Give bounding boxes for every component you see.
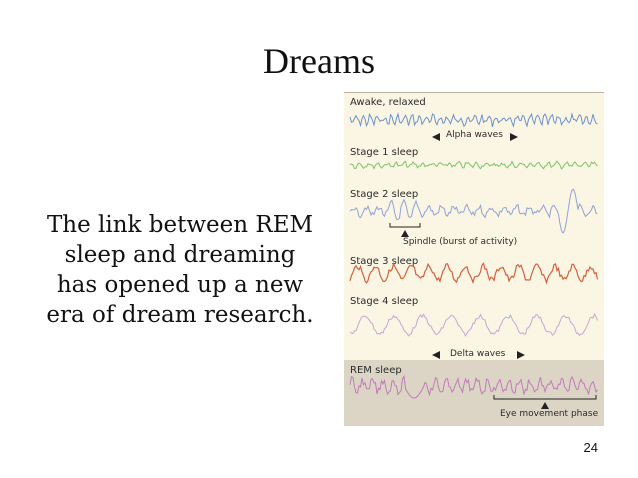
eeg-trace-stage-4 <box>349 312 598 337</box>
body-line: has opened up a new <box>56 272 304 298</box>
eeg-traces <box>349 112 599 409</box>
delta-right-arrow-icon <box>517 351 525 359</box>
stage-label-rem: REM sleep <box>350 365 402 376</box>
stage-label-stage-4: Stage 4 sleep <box>350 296 419 307</box>
body-line: sleep and dreaming <box>64 242 296 268</box>
spindle-bracket <box>389 223 421 228</box>
eye-movement-label: Eye movement phase <box>500 409 599 419</box>
eeg-trace-stage-3 <box>349 261 599 285</box>
stage-label-awake: Awake, relaxed <box>350 97 426 108</box>
spindle-label: Spindle (burst of activity) <box>403 237 518 247</box>
alpha-left-arrow-icon <box>432 133 440 141</box>
stage-label-stage-2: Stage 2 sleep <box>350 189 419 200</box>
slide-body-text: The link between REM sleep and dreaming … <box>40 210 320 330</box>
eeg-trace-stage-2 <box>349 188 598 234</box>
page-number: 24 <box>583 440 598 455</box>
eeg-trace-awake <box>349 112 598 128</box>
body-line: era of dream research. <box>46 302 314 328</box>
stage-label-stage-3: Stage 3 sleep <box>350 256 419 267</box>
spindle-pointer-icon <box>401 230 409 237</box>
eye-movement-bracket <box>493 395 597 400</box>
delta-waves-label: Delta waves <box>450 349 506 359</box>
stage-label-stage-1: Stage 1 sleep <box>350 147 419 158</box>
sleep-stage-eeg-figure: Awake, relaxed Stage 1 sleep Stage 2 sle… <box>344 92 604 426</box>
alpha-waves-label: Alpha waves <box>446 130 503 140</box>
delta-left-arrow-icon <box>432 351 440 359</box>
eeg-trace-rem <box>349 374 598 399</box>
alpha-right-arrow-icon <box>510 133 518 141</box>
body-line: The link between REM <box>46 212 314 238</box>
slide-title: Dreams <box>263 41 375 81</box>
eye-movement-pointer-icon <box>541 402 549 409</box>
eeg-trace-stage-1 <box>349 160 598 170</box>
